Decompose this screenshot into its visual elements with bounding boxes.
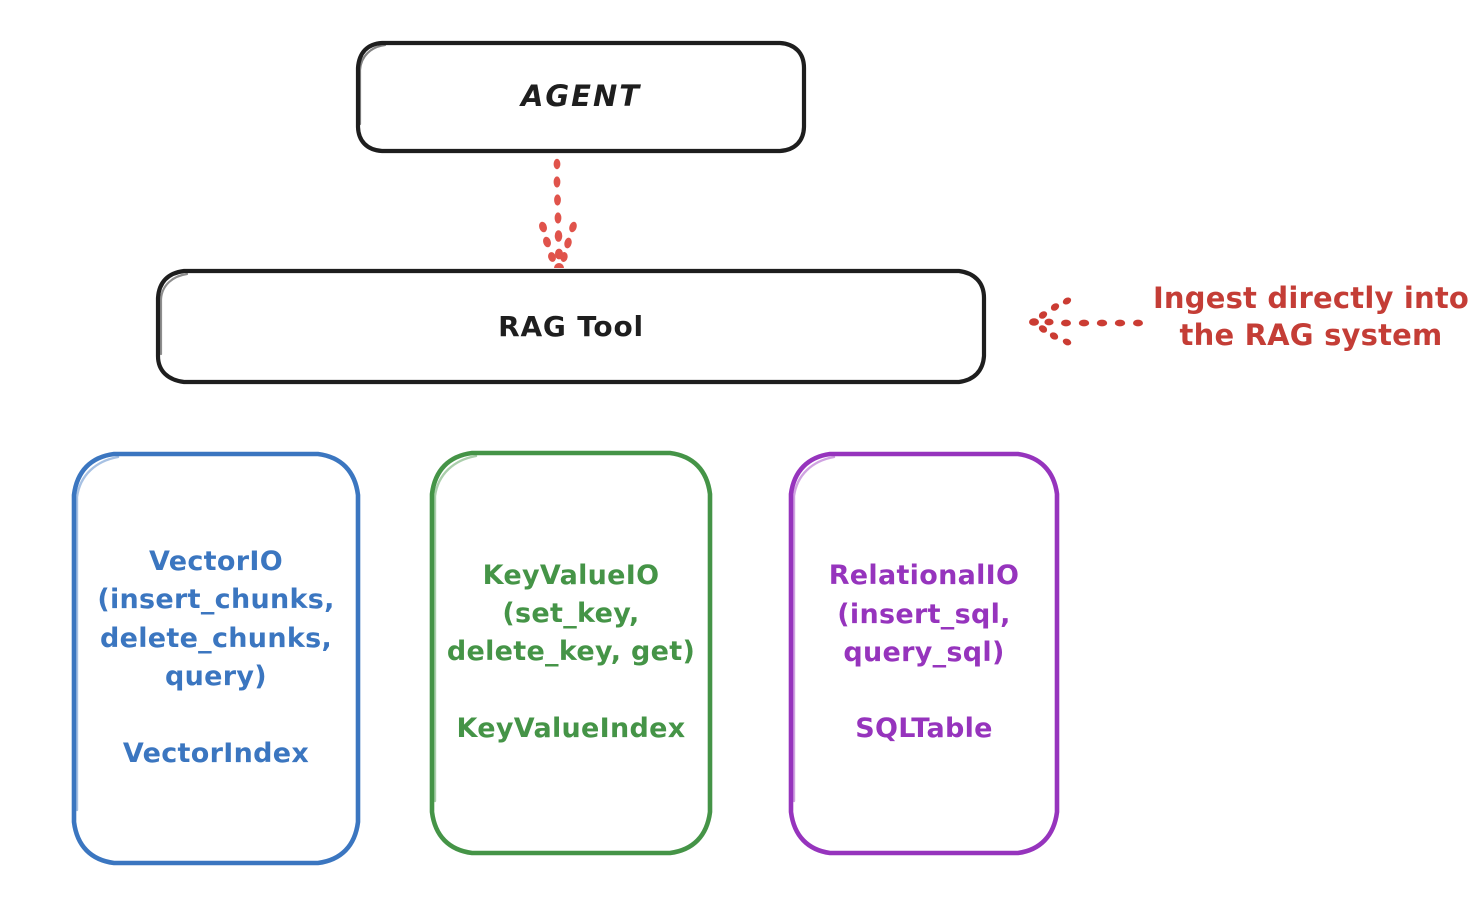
node-key-value-io[interactable]: KeyValueIO (set_key, delete_key, get) Ke…: [428, 449, 714, 856]
dotted-arrow-down-icon: [539, 158, 577, 273]
rag-tool-box-outline: [155, 268, 987, 385]
relational-io-label: RelationalIO (insert_sql, query_sql) SQL…: [828, 560, 1020, 745]
relational-io-box-outline: [788, 451, 1060, 856]
agent-box-outline: [355, 40, 807, 154]
node-agent[interactable]: AGENT: [355, 40, 807, 154]
node-rag-tool[interactable]: RAG Tool: [155, 268, 987, 385]
rag-tool-label: RAG Tool: [498, 309, 644, 343]
agent-label: AGENT: [520, 79, 642, 114]
vector-io-label: VectorIO (insert_chunks, delete_chunks, …: [97, 546, 335, 769]
key-value-io-box-outline: [429, 450, 713, 856]
vector-io-box-outline: [71, 451, 361, 866]
node-relational-io[interactable]: RelationalIO (insert_sql, query_sql) SQL…: [787, 450, 1061, 856]
dotted-arrow-left-icon: [1029, 297, 1143, 346]
ingest-annotation-text: Ingest directly into the RAG system: [1152, 281, 1470, 352]
node-vector-io[interactable]: VectorIO (insert_chunks, delete_chunks, …: [70, 450, 362, 866]
key-value-io-label: KeyValueIO (set_key, delete_key, get) Ke…: [446, 559, 696, 744]
